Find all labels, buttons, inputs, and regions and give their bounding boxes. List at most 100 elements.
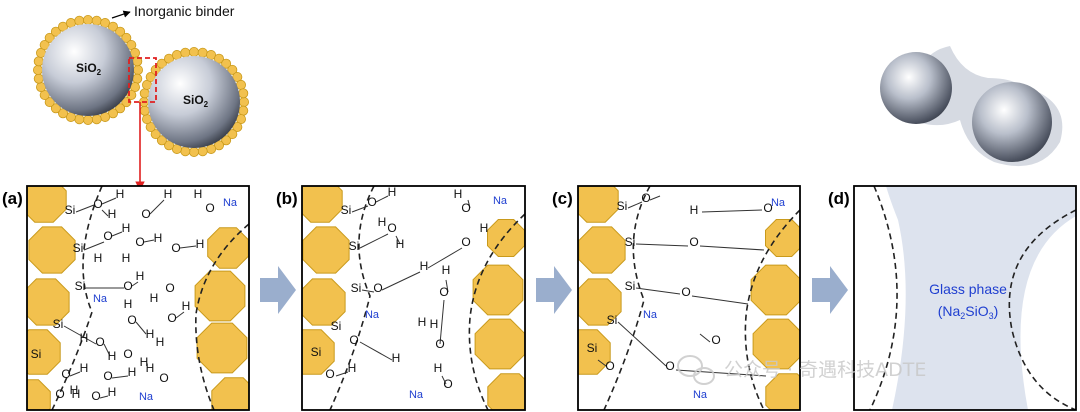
binder-particle <box>765 373 800 410</box>
binder-particle <box>578 278 622 326</box>
atom-o: O <box>325 367 334 381</box>
atom-h: H <box>108 385 117 399</box>
panel-b-binder-particles <box>302 186 525 410</box>
atom-o: O <box>167 311 176 325</box>
atom-o: O <box>665 359 674 373</box>
atom-si: Si <box>75 279 86 293</box>
bond <box>359 233 389 249</box>
binder-particle <box>578 226 626 274</box>
binder-particle <box>750 264 800 316</box>
atom-h: H <box>480 221 489 235</box>
atom-h: H <box>196 237 205 251</box>
particle-right-label: SiO2 <box>183 93 209 109</box>
binder-bead <box>227 64 238 75</box>
panel-a-left-interface <box>51 186 103 410</box>
bond <box>597 359 607 367</box>
binder-particle <box>28 226 76 274</box>
atom-h: H <box>128 365 137 379</box>
atom-h: H <box>454 187 463 201</box>
atom-h: H <box>164 187 173 201</box>
atom-o: O <box>55 387 64 401</box>
bond <box>63 325 97 345</box>
binder-bead <box>132 65 143 76</box>
bond <box>675 369 767 377</box>
binder-bead <box>156 58 167 69</box>
bond <box>467 199 471 209</box>
binder-bead <box>91 15 102 26</box>
atom-h: H <box>388 185 397 199</box>
atom-o: O <box>681 285 690 299</box>
atom-h: H <box>72 387 81 401</box>
panel-a-binder-particles <box>27 186 249 410</box>
binder-particle <box>27 329 61 375</box>
bond <box>441 375 447 385</box>
atom-si: Si <box>53 317 64 331</box>
atom-si: Si <box>617 199 628 213</box>
atom-o: O <box>91 389 100 403</box>
bond <box>375 195 389 203</box>
panel-d-label: (d) <box>828 189 850 208</box>
atom-h: H <box>348 361 357 375</box>
binder-bead <box>108 21 119 32</box>
atom-o: O <box>103 369 112 383</box>
atom-h: H <box>122 251 131 265</box>
atom-o: O <box>387 221 396 235</box>
bond <box>361 289 375 293</box>
atom-na: Na <box>771 197 786 209</box>
binder-bead <box>139 105 150 116</box>
binder-particle <box>27 379 51 410</box>
atom-h: H <box>146 361 155 375</box>
binder-bead <box>58 108 69 119</box>
panel-c-binder-particles <box>578 186 800 410</box>
binder-bead <box>44 97 55 108</box>
binder-particle <box>302 329 335 375</box>
bond <box>701 209 763 213</box>
atom-si: Si <box>625 279 636 293</box>
atom-na: Na <box>693 389 708 401</box>
watermark: 公众号 · 奇遇科技ADTE <box>677 355 926 385</box>
atom-h: H <box>392 351 401 365</box>
binder-bead <box>50 26 61 37</box>
panel-a-frame <box>26 185 250 411</box>
atom-o: O <box>61 367 70 381</box>
binder-bead <box>227 129 238 140</box>
atom-si: Si <box>587 341 598 355</box>
atom-o: O <box>461 235 470 249</box>
binder-particle <box>487 373 525 410</box>
atom-h: H <box>182 299 191 313</box>
atom-si: Si <box>625 235 636 249</box>
atom-o: O <box>689 235 698 249</box>
glass-phase-formula: (Na2SiO3) <box>938 303 999 321</box>
atom-h: H <box>442 263 451 277</box>
atom-o: O <box>711 333 720 347</box>
atom-o: O <box>373 281 382 295</box>
binder-bead <box>33 65 44 76</box>
atom-h: H <box>124 297 133 311</box>
atom-o: O <box>95 335 104 349</box>
bond <box>427 247 463 269</box>
binder-bead <box>115 26 126 37</box>
atom-h: H <box>434 361 443 375</box>
binder-particle <box>752 318 800 370</box>
contact-zoom-box <box>128 57 157 103</box>
binder-bead <box>188 146 199 157</box>
panel-c-left-interface <box>603 186 651 410</box>
binder-particle <box>207 227 249 269</box>
sintered-sphere-left <box>880 52 952 124</box>
bond <box>439 299 445 345</box>
panel-c-right-interface <box>744 209 800 410</box>
binder-pointer <box>111 10 131 19</box>
panel-b-right-interface <box>468 213 525 410</box>
bond <box>111 231 123 237</box>
atom-si: Si <box>351 281 362 295</box>
atom-o: O <box>443 377 452 391</box>
atom-o: O <box>205 201 214 215</box>
panel-b-frame <box>301 185 526 411</box>
atom-o: O <box>461 201 470 215</box>
atom-o: O <box>135 235 144 249</box>
wechat-icon <box>677 355 715 385</box>
glass-phase-region <box>886 186 1076 410</box>
atom-o: O <box>159 371 168 385</box>
binder-bead <box>115 103 126 114</box>
